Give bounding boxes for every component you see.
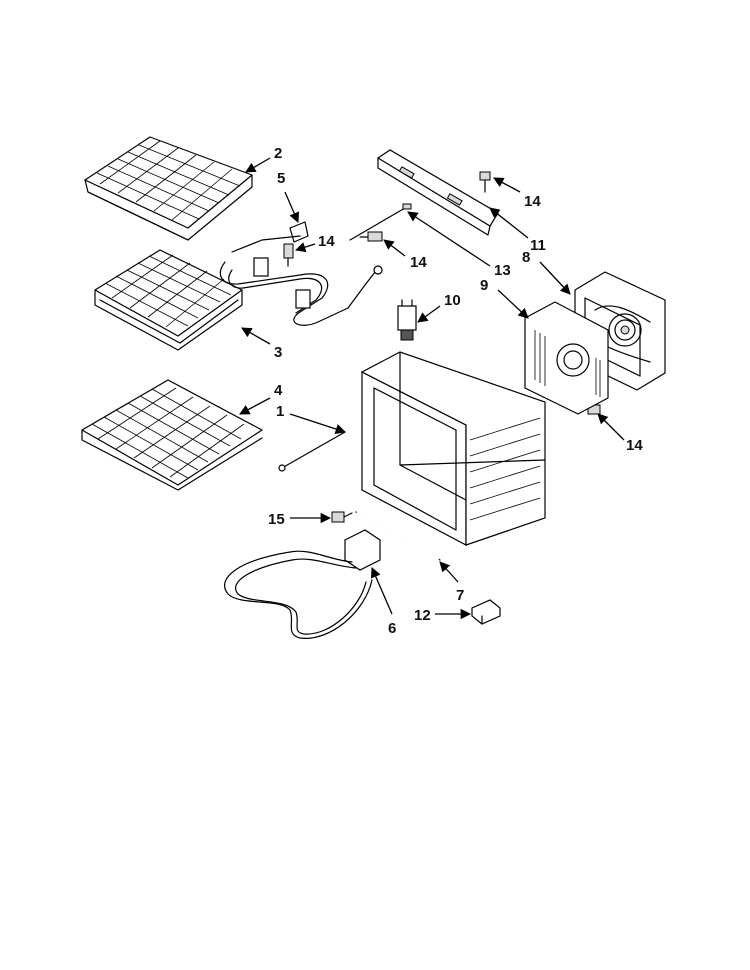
screw-part-15[interactable]	[331, 511, 353, 523]
oven-cavity-part-1[interactable]	[360, 351, 546, 546]
callout-14-d: 14	[626, 437, 643, 454]
callout-11: 11	[530, 237, 546, 254]
socket-part-10[interactable]	[397, 299, 417, 341]
broil-element-part-5[interactable]	[219, 221, 383, 326]
callout-3: 3	[274, 344, 282, 361]
callout-10: 10	[444, 292, 461, 309]
oven-rack-part-3[interactable]	[94, 249, 243, 351]
leader-lines	[239, 157, 625, 620]
callout-14-a: 14	[318, 233, 335, 250]
fan-cover-part-9[interactable]	[524, 301, 609, 415]
callout-8: 8	[522, 249, 530, 266]
screw-part-14-a[interactable]	[283, 243, 294, 267]
bracket-part-11[interactable]	[376, 149, 499, 236]
bake-element-part-6[interactable]	[224, 529, 381, 639]
oven-rack-part-2[interactable]	[84, 136, 253, 241]
callout-labels: 2 5 14 14 14 14 3 13 11 8 9 10 4 1 15 7 …	[268, 145, 643, 637]
callout-6: 6	[388, 620, 396, 637]
sensor-part-13[interactable]	[349, 203, 412, 241]
callout-5: 5	[277, 170, 285, 187]
callout-1: 1	[276, 403, 284, 420]
callout-7: 7	[456, 587, 464, 604]
callout-14-b: 14	[410, 254, 427, 271]
clip-part-12[interactable]	[471, 599, 501, 625]
callout-9: 9	[480, 277, 488, 294]
probe-wire-part-1	[278, 431, 346, 472]
oven-rack-part-4[interactable]	[81, 379, 263, 491]
callout-13: 13	[494, 262, 511, 279]
heater-tube-part-7[interactable]	[355, 510, 441, 561]
callout-4: 4	[274, 382, 283, 399]
callout-15: 15	[268, 511, 285, 528]
callout-12: 12	[414, 607, 431, 624]
screw-part-14-c[interactable]	[479, 171, 491, 193]
screw-part-14-b[interactable]	[359, 231, 383, 242]
callout-14-c: 14	[524, 193, 541, 210]
callout-2: 2	[274, 145, 282, 162]
